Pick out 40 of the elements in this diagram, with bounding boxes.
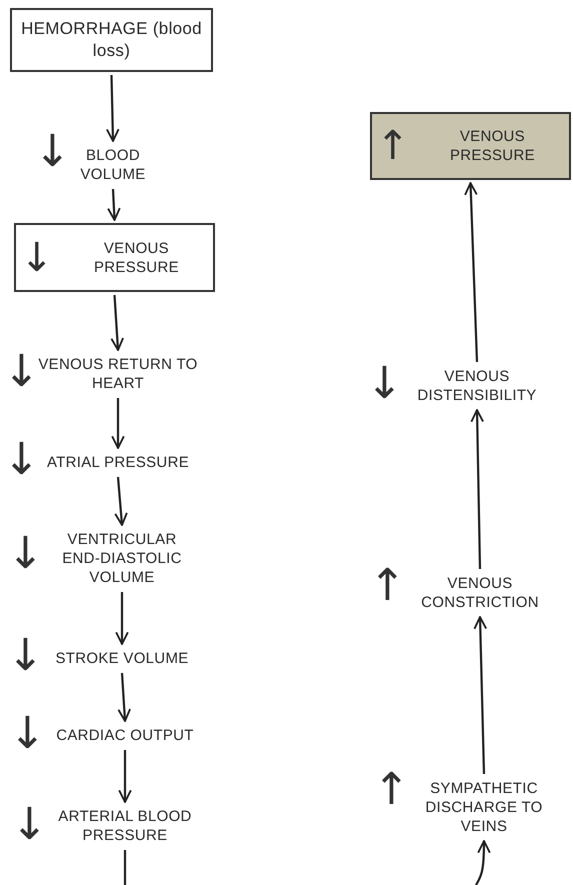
trend-arrow: ↓ xyxy=(7,532,44,576)
trend-arrow: ↓ xyxy=(11,803,48,847)
step-label: HEMORRHAGE (blood loss) xyxy=(20,18,203,62)
arrow xyxy=(118,750,132,803)
highlight-box xyxy=(370,112,571,180)
step-label: SYMPATHETIC DISCHARGE TO VEINS xyxy=(424,779,544,836)
arrow xyxy=(114,476,128,526)
process-box xyxy=(10,8,213,72)
trend-arrow: ↓ xyxy=(34,130,71,174)
step-label: ATRIAL PRESSURE xyxy=(46,453,190,472)
trend-arrow: ↑ xyxy=(369,564,406,608)
step-label: VENOUS PRESSURE xyxy=(92,238,180,276)
arrow xyxy=(118,672,132,722)
step-label: VENOUS DISTENSIBILITY xyxy=(416,367,538,405)
process-box xyxy=(14,223,215,292)
trend-arrow: ↓ xyxy=(3,350,40,394)
trend-arrow: ↓ xyxy=(7,634,44,678)
trend-arrow: ↓ xyxy=(9,712,46,756)
arrow xyxy=(470,409,484,570)
trend-arrow: ↓ xyxy=(366,362,403,406)
arrow xyxy=(115,592,129,645)
step-label: CARDIAC OUTPUT xyxy=(55,726,195,745)
trend-arrow: ↓ xyxy=(3,438,40,482)
arrow xyxy=(106,74,120,142)
trend-arrow: ↑ xyxy=(376,126,410,166)
arrow xyxy=(464,182,478,362)
step-label: VENTRICULAR END-DIASTOLIC VOLUME xyxy=(61,530,183,587)
arrow xyxy=(107,188,121,221)
trend-arrow: ↑ xyxy=(373,768,410,812)
step-label: ARTERIAL BLOOD PRESSURE xyxy=(57,807,193,845)
step-label: STROKE VOLUME xyxy=(54,649,190,668)
arrow xyxy=(475,840,491,885)
step-label: BLOOD VOLUME xyxy=(79,146,147,184)
arrow xyxy=(110,294,124,351)
step-label: VENOUS PRESSURE xyxy=(448,127,536,165)
arrow xyxy=(474,616,488,774)
step-label: VENOUS CONSTRICTION xyxy=(420,574,540,612)
trend-arrow: ↓ xyxy=(20,238,54,278)
arrow xyxy=(111,398,125,449)
step-label: VENOUS RETURN TO HEART xyxy=(37,355,199,393)
